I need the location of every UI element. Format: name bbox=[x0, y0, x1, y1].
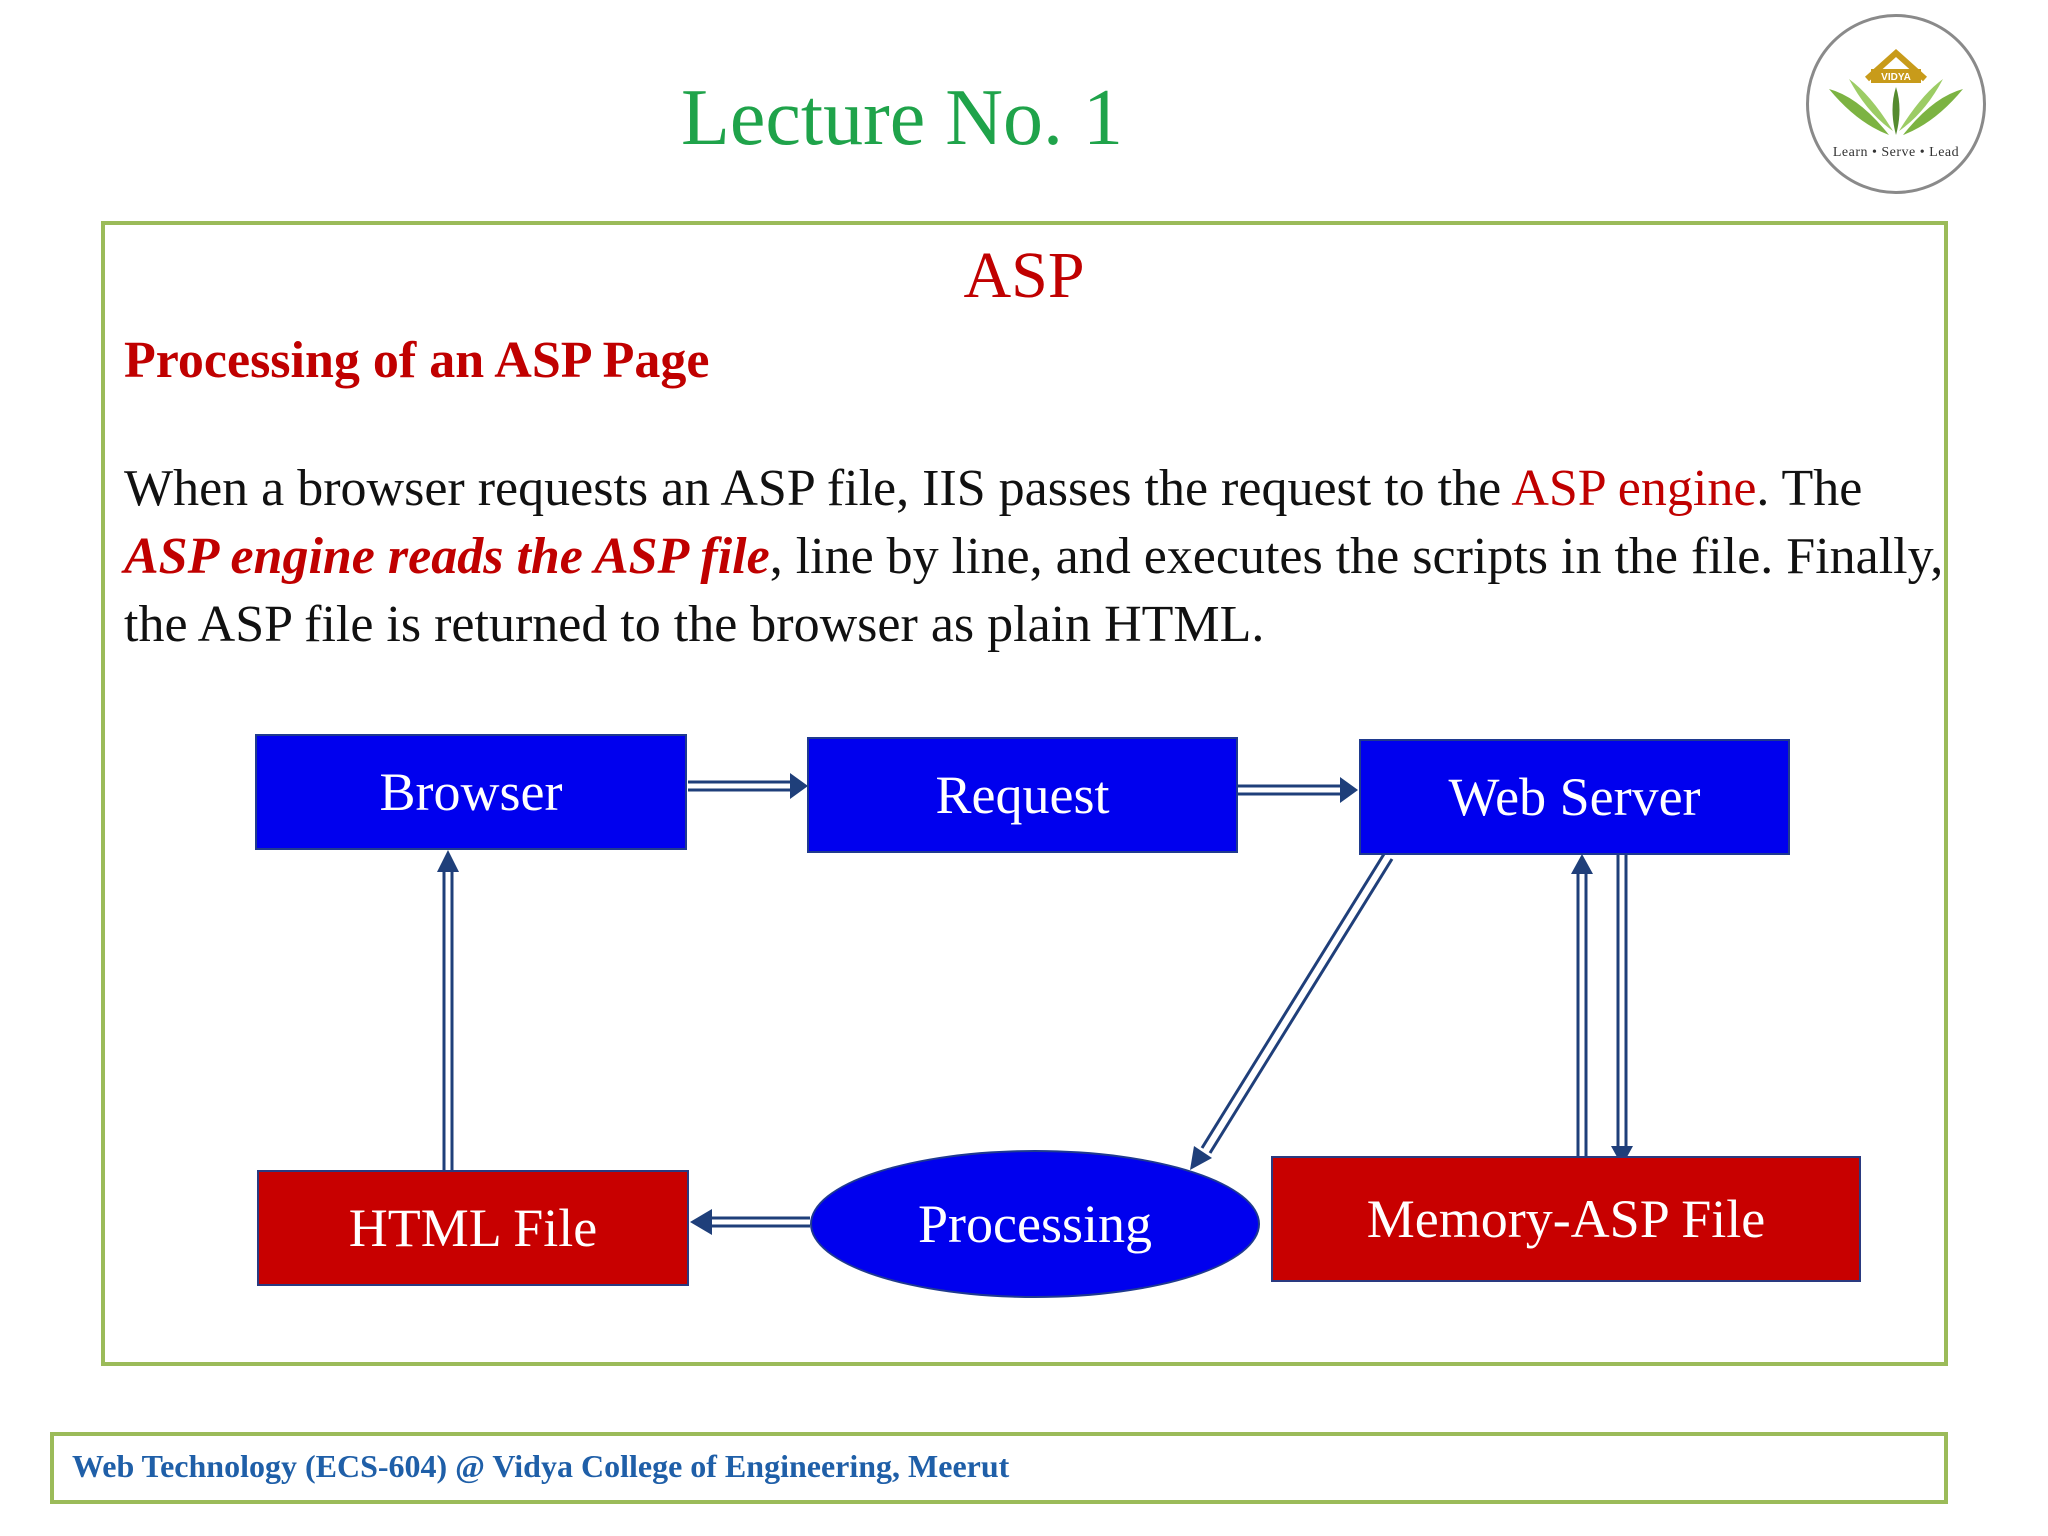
node-memory-asp-file: Memory-ASP File bbox=[1271, 1156, 1861, 1282]
node-processing: Processing bbox=[810, 1150, 1260, 1298]
footer-bar bbox=[50, 1432, 1948, 1504]
node-web-server: Web Server bbox=[1359, 739, 1790, 855]
node-request: Request bbox=[807, 737, 1238, 853]
paragraph-text: When a browser requests an ASP file, IIS… bbox=[124, 460, 1512, 517]
paragraph-text: . The bbox=[1756, 460, 1863, 517]
section-heading: Processing of an ASP Page bbox=[124, 332, 710, 389]
highlight-asp-engine: ASP engine bbox=[1511, 460, 1757, 517]
footer-text: Web Technology (ECS-604) @ Vidya College… bbox=[72, 1448, 1010, 1484]
logo-tagline: Learn • Serve • Lead bbox=[1832, 145, 1960, 160]
slide-title: ASP bbox=[963, 239, 1085, 312]
body-paragraph: When a browser requests an ASP file, IIS… bbox=[124, 455, 1954, 659]
college-logo: VIDYA Learn • Serve • Lead bbox=[1806, 14, 1986, 194]
node-html-file: HTML File bbox=[257, 1170, 689, 1286]
node-browser: Browser bbox=[255, 734, 687, 850]
paragraph-text: , line by line, and executes the scripts… bbox=[124, 528, 1944, 653]
logo-name: VIDYA bbox=[1881, 72, 1911, 83]
highlight-engine-reads-file: ASP engine reads the ASP file bbox=[124, 528, 770, 585]
leaf-emblem-icon: VIDYA bbox=[1829, 48, 1963, 135]
lecture-title: Lecture No. 1 bbox=[680, 74, 1124, 162]
